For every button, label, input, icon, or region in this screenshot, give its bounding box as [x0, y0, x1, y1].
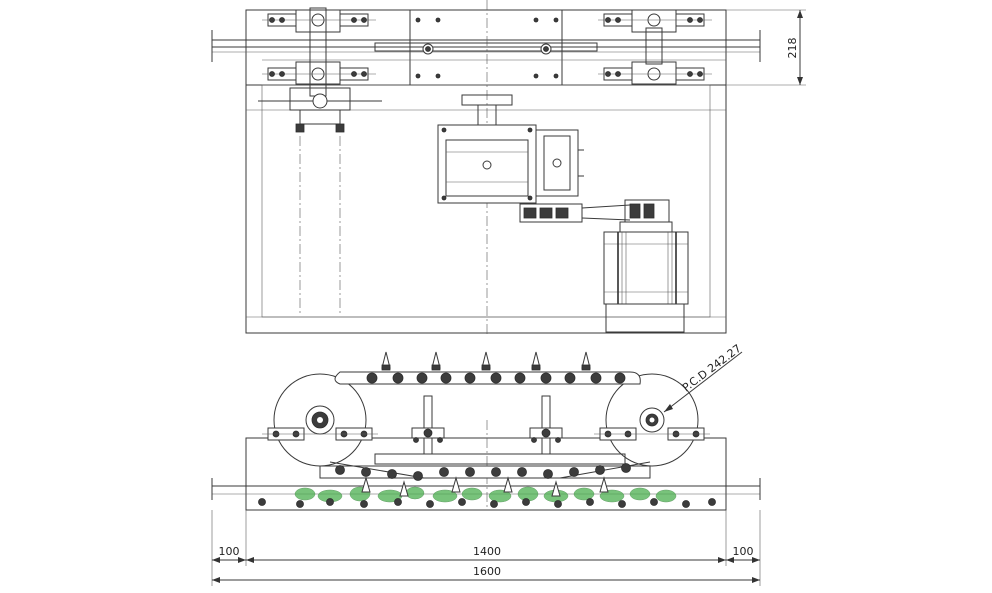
center-slot — [374, 42, 598, 52]
dimension-1600: 1600 — [473, 565, 501, 578]
dimension-1400: 1400 — [473, 545, 501, 558]
dimension-row-upper: 100 1400 100 — [211, 510, 761, 586]
bearing-assembly-right — [598, 9, 712, 85]
side-view: P.C.D 242.27 100 1400 100 1600 — [211, 342, 761, 586]
top-view: 218 — [211, 0, 806, 335]
gearbox — [437, 124, 537, 204]
dimension-height-218: 218 — [726, 9, 806, 86]
green-material — [294, 486, 677, 503]
upper-chain — [334, 351, 641, 385]
gear-motor — [535, 129, 584, 197]
dimension-row-lower: 1600 — [212, 565, 760, 583]
bottom-rollers — [258, 498, 716, 508]
lower-chain — [319, 453, 651, 497]
vertical-post-left — [411, 395, 445, 455]
side-frame — [245, 437, 727, 511]
pcd-label: P.C.D 242.27 — [680, 342, 744, 395]
bearing-assembly-left — [262, 7, 376, 97]
left-sprocket — [273, 373, 367, 467]
belt-drive — [519, 199, 670, 223]
right-sprocket — [605, 373, 699, 467]
dimension-218-label: 218 — [786, 38, 799, 59]
dimension-right-100: 100 — [733, 545, 754, 558]
side-bearings-right — [594, 427, 710, 441]
electric-motor — [603, 221, 689, 333]
vertical-post-right — [529, 395, 563, 455]
takeup-assembly — [258, 87, 382, 315]
dimension-left-100: 100 — [219, 545, 240, 558]
side-bearings-left — [262, 427, 378, 441]
